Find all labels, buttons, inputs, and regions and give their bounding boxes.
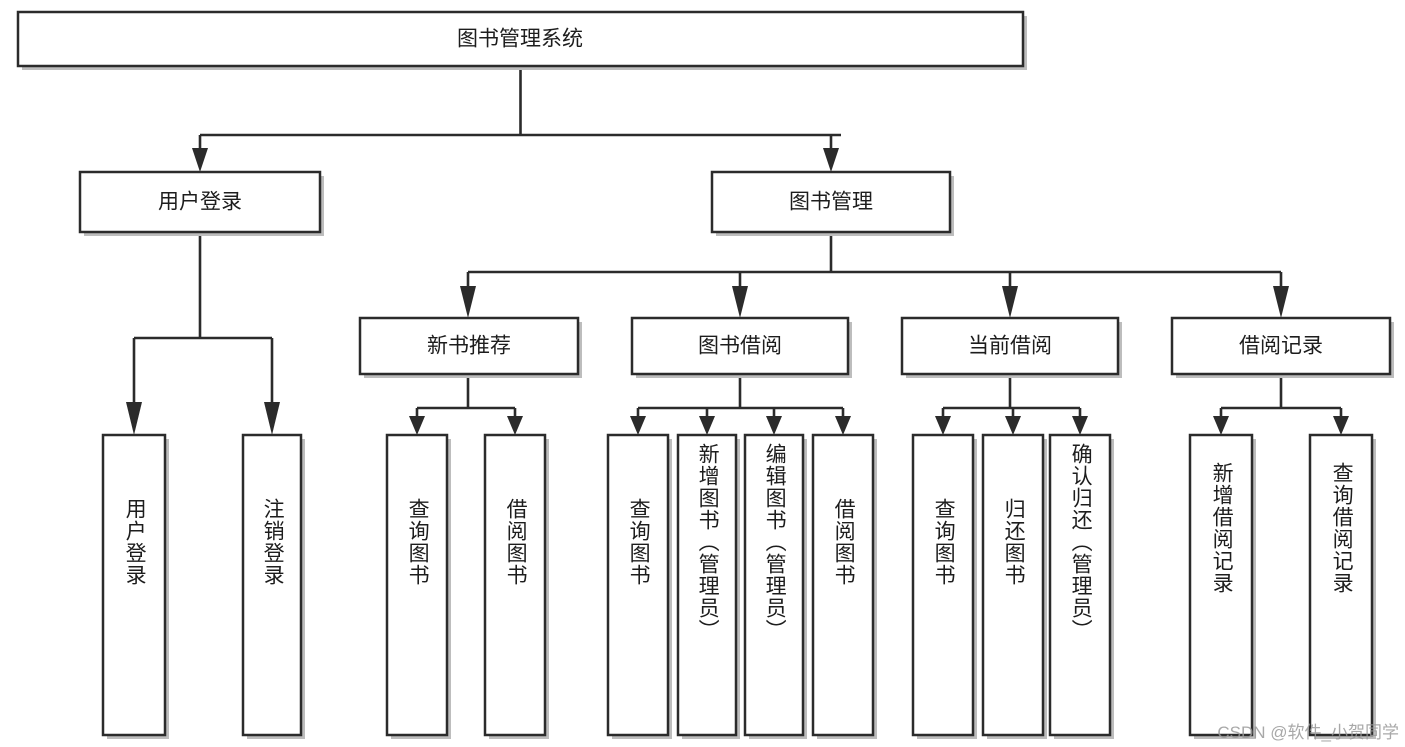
node-borrow-record[interactable]: 借阅记录 xyxy=(1170,316,1394,378)
leaf-node[interactable] xyxy=(385,433,451,739)
leaf-node[interactable] xyxy=(911,433,977,739)
node-current-borrow[interactable]: 当前借阅 xyxy=(900,316,1122,378)
leaf-boxes xyxy=(101,433,1376,739)
connector-root-to-level2 xyxy=(192,66,841,172)
leaf-node[interactable] xyxy=(241,433,305,739)
leaf-node[interactable] xyxy=(981,433,1047,739)
leaf-node[interactable] xyxy=(743,433,807,739)
node-user-login[interactable]: 用户登录 xyxy=(78,170,324,236)
leaf-node[interactable] xyxy=(101,433,169,739)
connector-userlogin-to-leaves xyxy=(126,232,280,435)
connector-newbook-to-leaves xyxy=(409,374,523,435)
leaf-node[interactable] xyxy=(1048,433,1114,739)
node-book-borrow-label: 图书借阅 xyxy=(698,335,782,358)
leaf-node[interactable] xyxy=(811,433,877,739)
node-borrow-record-label: 借阅记录 xyxy=(1239,335,1323,358)
connector-bookmgmt-to-level3 xyxy=(460,232,1289,318)
node-root-label: 图书管理系统 xyxy=(457,28,583,51)
leaf-node[interactable] xyxy=(676,433,740,739)
leaf-node[interactable] xyxy=(606,433,672,739)
node-current-borrow-label: 当前借阅 xyxy=(968,335,1052,358)
node-book-borrow[interactable]: 图书借阅 xyxy=(630,316,852,378)
leaf-node[interactable] xyxy=(1308,433,1376,739)
node-root[interactable]: 图书管理系统 xyxy=(16,10,1027,70)
node-book-management-label: 图书管理 xyxy=(789,191,873,214)
connector-current-to-leaves xyxy=(935,374,1088,435)
leaf-node[interactable] xyxy=(483,433,549,739)
node-user-login-label: 用户登录 xyxy=(158,191,242,214)
node-book-management[interactable]: 图书管理 xyxy=(710,170,954,236)
connector-borrow-to-leaves xyxy=(630,374,851,435)
node-new-book-recommend[interactable]: 新书推荐 xyxy=(358,316,582,378)
connector-record-to-leaves xyxy=(1213,374,1349,435)
leaf-node[interactable] xyxy=(1188,433,1256,739)
node-new-book-recommend-label: 新书推荐 xyxy=(427,335,511,358)
